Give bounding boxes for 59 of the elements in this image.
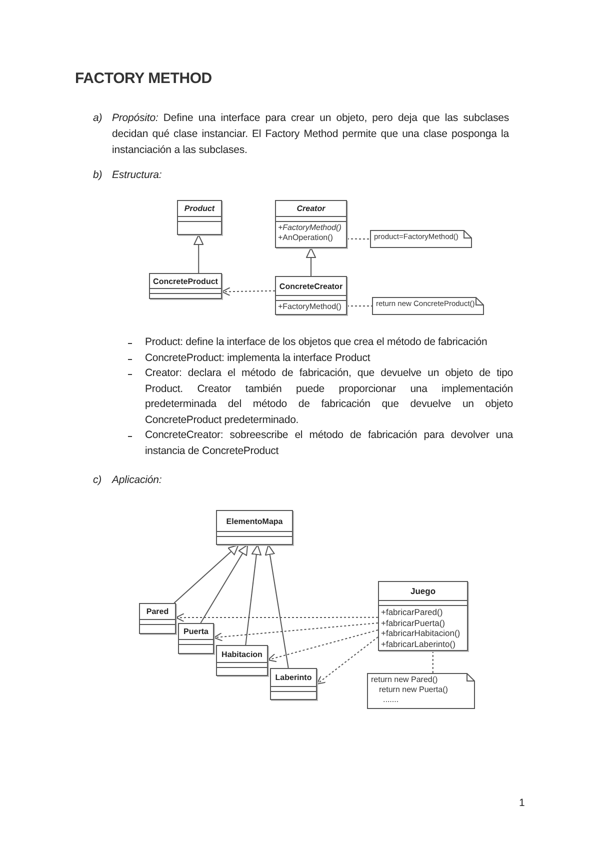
class-box (275, 200, 347, 248)
class-name: ConcreteCreator (279, 282, 343, 290)
dependency-arrow (316, 636, 378, 684)
note-text: return new Pared() (371, 675, 439, 685)
bullet-text: Product: define la interface de los objetos que crea el método de fabricación (145, 335, 488, 350)
class-name: Product (184, 204, 215, 213)
class-box (216, 645, 268, 676)
note-box (367, 673, 475, 709)
dependency-arrow (176, 613, 378, 622)
inheritance-arrow (306, 248, 316, 276)
section-heading: Aplicación: (112, 473, 162, 488)
class-box (149, 273, 222, 299)
note-text: return new Puerta() (378, 685, 449, 695)
dependency-arrow (222, 287, 276, 296)
method-text: +fabricarLaberinto() (381, 638, 456, 649)
class-name: Habitacion (222, 650, 262, 658)
class-box (139, 603, 176, 634)
bullet-text: ConcreteProduct: implementa la interface Product (145, 350, 372, 366)
class-name: ElementoMapa (226, 516, 283, 526)
class-name: Puerta (184, 627, 208, 636)
class-box (378, 581, 468, 651)
list-marker: b) (93, 168, 102, 183)
class-name: ConcreteProduct (153, 276, 218, 286)
method-text: +FactoryMethod() (278, 223, 342, 233)
method-text: +FactoryMethod() (278, 302, 342, 312)
dependency-arrow (268, 630, 378, 662)
inheritance-arrow (264, 544, 289, 668)
bullet-text: ConcreteCreator: sobreescribe el método de fabricación para devolver una instancia de ConcreteProduct (145, 428, 513, 458)
list-marker: c) (93, 473, 102, 488)
class-box (275, 276, 347, 315)
method-text: +fabricarPared() (381, 607, 444, 618)
inheritance-arrow (200, 544, 248, 624)
paragraph: Propósito: Define una interface para crear un objeto, pero deja que las subclases decidan qué clase instanciar. El Factory Method permite que una clase posponga la instanciación a las subclases. (112, 111, 509, 158)
page-number: 1 (519, 796, 525, 811)
inheritance-arrow (194, 234, 204, 274)
connector-line (432, 650, 434, 674)
connector-line (346, 306, 372, 307)
inheritance-arrow (174, 544, 239, 604)
class-box (270, 668, 317, 700)
method-text: +fabricarPuerta() (381, 618, 446, 628)
class-name: Laberinto (275, 673, 312, 682)
bullet-text: Creator: declara el método de fabricación, que devuelve un objeto de tipo Product. Creator también puede proporcionar una implementación predeterminada del método de fabricación que devuelve un objeto ConcreteProduct predeterminado. (145, 366, 513, 428)
method-text: +fabricarHabitacion() (381, 628, 462, 638)
connector-line (346, 238, 370, 240)
class-box (216, 510, 293, 545)
dependency-arrow (214, 622, 378, 642)
class-name: Creator (296, 204, 326, 213)
list-marker: a) (93, 111, 102, 126)
section-heading: Estructura: (112, 168, 162, 183)
page-title: FACTORY METHOD (75, 70, 212, 87)
note-box (372, 297, 484, 315)
note-box (370, 230, 472, 248)
class-name: Pared (146, 607, 169, 616)
note-text: ....... (382, 695, 400, 705)
class-name: Juego (410, 586, 436, 596)
inheritance-arrow (245, 544, 262, 646)
method-text: +AnOperation() (278, 233, 334, 243)
class-box (177, 200, 222, 235)
class-box (178, 623, 214, 654)
